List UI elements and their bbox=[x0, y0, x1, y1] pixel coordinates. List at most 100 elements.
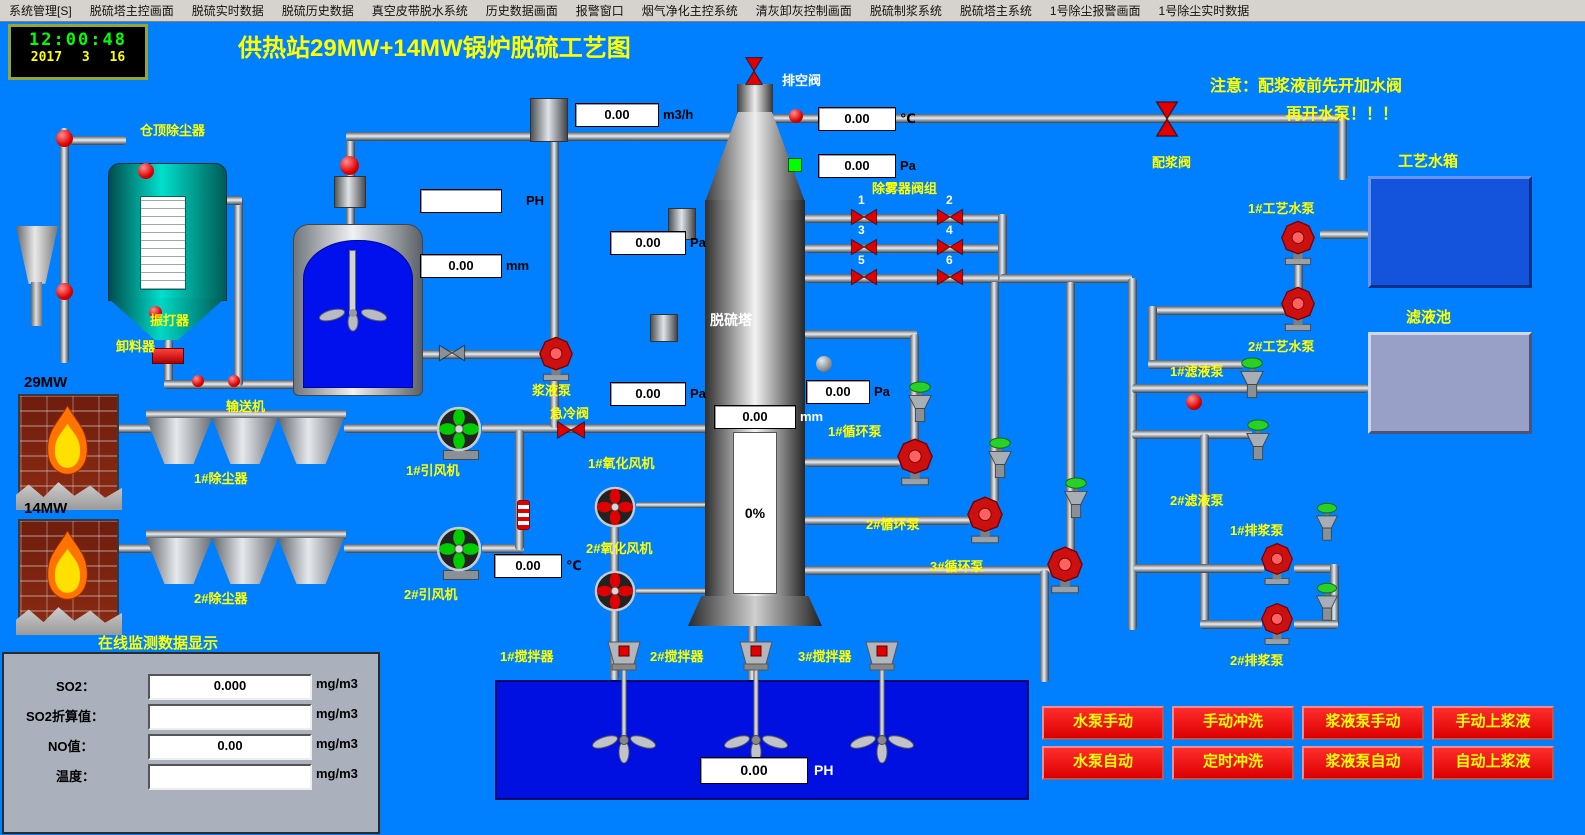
oxidation-fan2-icon[interactable] bbox=[594, 570, 636, 612]
auto-slurry-feed-button[interactable]: 自动上浆液 bbox=[1432, 746, 1554, 780]
demister-valve-number: 4 bbox=[946, 223, 953, 237]
pipe bbox=[1148, 306, 1288, 315]
outlet-temp-readout: 0.00 bbox=[494, 554, 562, 578]
process-water-pump2-icon[interactable] bbox=[1280, 286, 1316, 332]
dust-collector1-header bbox=[146, 410, 346, 419]
silo-level-window bbox=[140, 196, 186, 290]
monitor-row-label: SO2折算值： bbox=[26, 709, 105, 724]
boiler2-furnace[interactable] bbox=[16, 519, 122, 635]
monitor-row-label: NO值： bbox=[48, 739, 94, 754]
mid-pressure-unit: Pa bbox=[690, 386, 706, 401]
menu-item-vacuum-belt[interactable]: 真空皮带脱水系统 bbox=[371, 4, 468, 18]
id-fan1-icon[interactable] bbox=[436, 406, 482, 452]
timed-flush-button[interactable]: 定时冲洗 bbox=[1172, 746, 1294, 780]
filtrate-pool[interactable] bbox=[1368, 332, 1532, 434]
pressure-gauge-icon bbox=[816, 356, 832, 372]
menu-item-ash-control[interactable]: 清灰卸灰控制画面 bbox=[755, 4, 852, 18]
manual-slurry-feed-button[interactable]: 手动上浆液 bbox=[1432, 706, 1554, 740]
pipe bbox=[112, 544, 152, 553]
dust-collector1-cell[interactable] bbox=[146, 418, 212, 464]
dust-collector1-cell[interactable] bbox=[212, 418, 278, 464]
water-pump-manual-button[interactable]: 水泵手动 bbox=[1042, 706, 1164, 740]
circ-pump2-valve-icon[interactable] bbox=[986, 436, 1014, 480]
agitator3-icon[interactable] bbox=[850, 640, 914, 772]
circ-pump3-label: 3#循环泵 bbox=[930, 559, 984, 574]
drain-pump1-valve-icon[interactable] bbox=[1314, 502, 1340, 542]
left-pressure-readout: 0.00 bbox=[610, 231, 686, 255]
top-temp-unit: ℃ bbox=[900, 111, 916, 126]
dust-collector2-cell[interactable] bbox=[146, 538, 212, 584]
process-water-pump2-label: 2#工艺水泵 bbox=[1248, 339, 1315, 354]
circ-pump1-icon[interactable] bbox=[896, 438, 934, 486]
filtrate-line-indicator bbox=[1186, 394, 1202, 410]
filtrate-pump1-icon[interactable] bbox=[1238, 356, 1266, 400]
pipe bbox=[1134, 564, 1264, 573]
water-pump-auto-button[interactable]: 水泵自动 bbox=[1042, 746, 1164, 780]
slurry-mix-valve-icon[interactable] bbox=[1153, 100, 1181, 138]
boiler1-furnace[interactable] bbox=[16, 394, 122, 510]
pipe bbox=[1294, 564, 1338, 573]
agitator3-label: 3#搅拌器 bbox=[798, 649, 852, 664]
menu-item-tower-system[interactable]: 脱硫塔主系统 bbox=[959, 4, 1032, 18]
tower-side-device[interactable] bbox=[650, 314, 678, 342]
demister-valve6-icon[interactable] bbox=[936, 266, 964, 288]
filtrate-pump2-icon[interactable] bbox=[1244, 418, 1272, 462]
tower-level-strip: 0% bbox=[733, 432, 777, 594]
pipe bbox=[1040, 570, 1049, 682]
menu-item-dust1-alarm[interactable]: 1号除尘报警画面 bbox=[1049, 4, 1141, 18]
slurry-pump-manual-button[interactable]: 浆液泵手动 bbox=[1302, 706, 1424, 740]
vent-valve-icon[interactable] bbox=[742, 56, 766, 86]
slurry-pump-icon[interactable] bbox=[538, 336, 574, 382]
menu-item-tower-main[interactable]: 脱硫塔主控画面 bbox=[89, 4, 174, 18]
dust-collector1-cell[interactable] bbox=[278, 418, 344, 464]
process-water-pump1-icon[interactable] bbox=[1280, 220, 1316, 266]
menu-item-system-manage[interactable]: 系统管理[S] bbox=[9, 4, 72, 18]
tank-outlet-valve-icon[interactable] bbox=[438, 342, 466, 364]
top-temp-readout: 0.00 bbox=[818, 107, 896, 131]
pipe bbox=[420, 350, 550, 359]
dust-collector2-label: 2#除尘器 bbox=[194, 591, 248, 606]
drain-pump2-icon[interactable] bbox=[1260, 602, 1294, 646]
circ-pump3-icon[interactable] bbox=[1046, 546, 1084, 594]
drain-pump1-icon[interactable] bbox=[1260, 542, 1294, 586]
manual-flush-button[interactable]: 手动冲洗 bbox=[1172, 706, 1294, 740]
demister-valve5-icon[interactable] bbox=[850, 266, 878, 288]
flowmeter-device[interactable] bbox=[530, 98, 568, 142]
process-water-tank[interactable] bbox=[1368, 176, 1532, 288]
oxidation-fan1-icon[interactable] bbox=[594, 486, 636, 528]
page-title: 供热站29MW+14MW锅炉脱硫工艺图 bbox=[238, 35, 631, 62]
menu-item-slurry-system[interactable]: 脱硫制浆系统 bbox=[869, 4, 942, 18]
dust-collector2-cell[interactable] bbox=[278, 538, 344, 584]
circ-pump3-valve-icon[interactable] bbox=[1062, 476, 1090, 520]
flue-flow-unit: m3/h bbox=[663, 107, 694, 122]
pipe bbox=[990, 282, 999, 502]
menu-item-dust1-realtime[interactable]: 1号除尘实时数据 bbox=[1158, 4, 1250, 18]
circ-pump1-valve-icon[interactable] bbox=[906, 380, 934, 424]
menu-item-realtime-data[interactable]: 脱硫实时数据 bbox=[191, 4, 264, 18]
circ-pump2-icon[interactable] bbox=[966, 496, 1004, 544]
pipe bbox=[515, 430, 524, 550]
tower-base bbox=[688, 596, 822, 626]
drain-pump2-valve-icon[interactable] bbox=[1314, 582, 1340, 622]
menu-item-history-data[interactable]: 脱硫历史数据 bbox=[281, 4, 354, 18]
menu-item-history-screen[interactable]: 历史数据画面 bbox=[485, 4, 558, 18]
pipe bbox=[550, 376, 559, 428]
pool-ph-unit: PH bbox=[814, 762, 834, 778]
tower-pressure-unit: Pa bbox=[874, 384, 890, 399]
pipe bbox=[772, 114, 1342, 123]
agitator2-icon[interactable] bbox=[724, 640, 788, 772]
dust-collector2-cell[interactable] bbox=[212, 538, 278, 584]
pipe bbox=[482, 424, 707, 433]
agitator1-icon[interactable] bbox=[592, 640, 656, 772]
id-fan2-icon[interactable] bbox=[436, 526, 482, 572]
pipe bbox=[1200, 620, 1262, 629]
discharger-valve[interactable] bbox=[152, 348, 184, 364]
slurry-pump-auto-button[interactable]: 浆液泵自动 bbox=[1302, 746, 1424, 780]
menu-item-gas-purify[interactable]: 烟气净化主控系统 bbox=[641, 4, 738, 18]
flame-icon bbox=[40, 404, 95, 476]
tower-label: 脱硫塔 bbox=[710, 312, 752, 328]
filtrate-pump1-label: 1#滤液泵 bbox=[1170, 364, 1224, 379]
conveyor-indicator-1 bbox=[192, 375, 204, 387]
mixer-motor[interactable] bbox=[334, 176, 366, 208]
menu-item-alarm-window[interactable]: 报警窗口 bbox=[575, 4, 624, 18]
